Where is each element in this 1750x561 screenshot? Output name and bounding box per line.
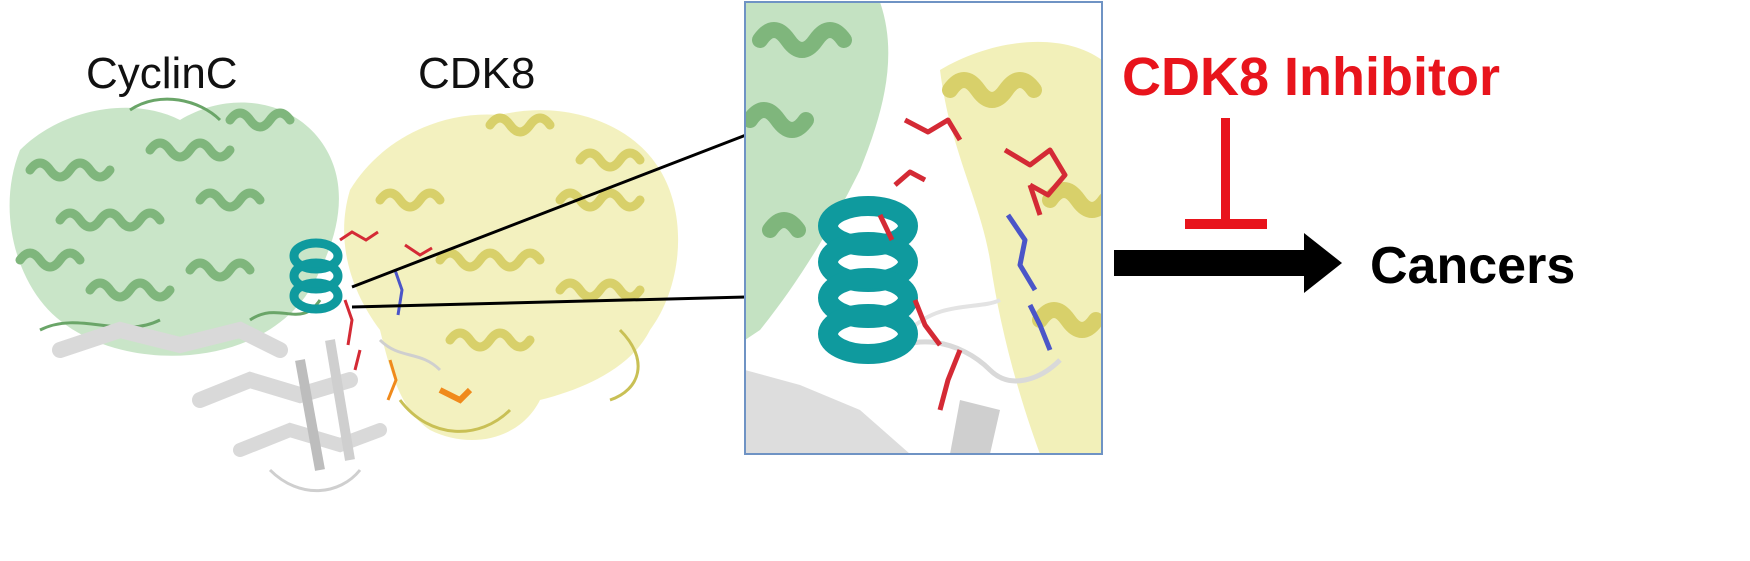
cdk8-inhibitor-label: CDK8 Inhibitor (1122, 47, 1500, 107)
right-arrow-icon (1114, 233, 1342, 293)
zoom-line-top (351, 133, 747, 289)
t-bar-inhibition-icon (1185, 118, 1267, 229)
zoom-inset (744, 1, 1103, 455)
zoom-line-bottom (351, 295, 747, 309)
cdk8-protein (344, 110, 679, 440)
protein-complex-structure (9, 97, 679, 493)
inset-border (744, 1, 1103, 455)
beta-sheet-region (52, 321, 442, 493)
cyclin-c-label: CyclinC (86, 49, 238, 98)
ligand-sticks (339, 230, 473, 404)
hinge-helix (289, 238, 343, 314)
cancers-label: Cancers (1370, 237, 1576, 295)
cyclin-c-protein (9, 97, 339, 356)
cdk8-label: CDK8 (418, 49, 536, 98)
